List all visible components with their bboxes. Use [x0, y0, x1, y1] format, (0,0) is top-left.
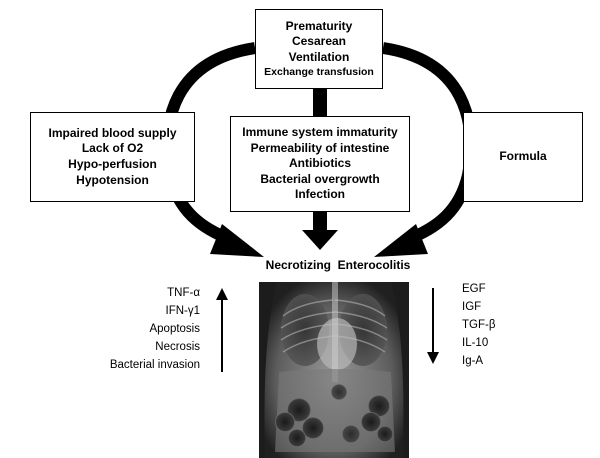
decreased-factor-item: IGF	[462, 301, 482, 313]
center-line-5: Infection	[295, 187, 345, 202]
decreased-factor-item: IL-10	[462, 337, 489, 349]
decreased-factor-item: EGF	[462, 283, 486, 295]
increased-factor-item: Apoptosis	[149, 323, 200, 335]
left-line-3: Hypo-perfusion	[68, 157, 157, 171]
increased-factor-item: IFN-γ1	[165, 305, 201, 317]
top-line-2: Cesarean	[291, 34, 347, 49]
center-connector	[313, 88, 327, 118]
left-line-1: Impaired blood supply	[48, 125, 177, 140]
decreased-factor-item: TGF-β	[462, 319, 496, 331]
right-line-1: Formula	[499, 149, 547, 164]
top-line-4: Exchange transfusion	[264, 65, 374, 78]
left-curved-arrowhead	[210, 224, 264, 257]
risk-factors-top-box: Prematurity Cesarean Ventilation Exchang…	[255, 9, 383, 89]
center-line-3: Antibiotics	[289, 156, 351, 171]
left-line-4: Hypotension	[76, 172, 149, 187]
increased-factor-item: Necrosis	[155, 341, 200, 353]
decreased-factor-item: Ig-A	[462, 355, 484, 367]
abdominal-xray-image	[259, 282, 409, 458]
center-shaft	[313, 210, 327, 232]
center-line-4: Bacterial overgrowth	[260, 171, 380, 186]
immune-factors-box: Immune system immaturity Permeability of…	[230, 116, 410, 212]
center-line-2: Permeability of intestine	[250, 140, 390, 155]
arrow-down-icon	[427, 288, 439, 364]
feeding-factor-box: Formula	[463, 112, 583, 202]
increased-factor-item: TNF-α	[167, 287, 200, 299]
arrow-up-icon	[216, 288, 228, 372]
left-line-2: Lack of O2	[81, 141, 144, 156]
top-line-3: Ventilation	[288, 49, 350, 64]
increased-factor-item: Bacterial invasion	[109, 359, 200, 371]
increased-factors-list: TNF-α IFN-γ1 Apoptosis Necrosis Bacteria…	[110, 284, 200, 374]
right-curved-arrowhead	[374, 224, 428, 257]
center-arrowhead	[302, 230, 338, 250]
decreased-factors-list: EGF IGF TGF-β IL-10 Ig-A	[462, 280, 495, 370]
center-line-1: Immune system immaturity	[242, 125, 398, 140]
ischemia-factors-box: Impaired blood supply Lack of O2 Hypo-pe…	[30, 112, 195, 202]
top-line-1: Prematurity	[285, 18, 353, 33]
outcome-title: Necrotizing Enterocolitis	[265, 258, 411, 272]
